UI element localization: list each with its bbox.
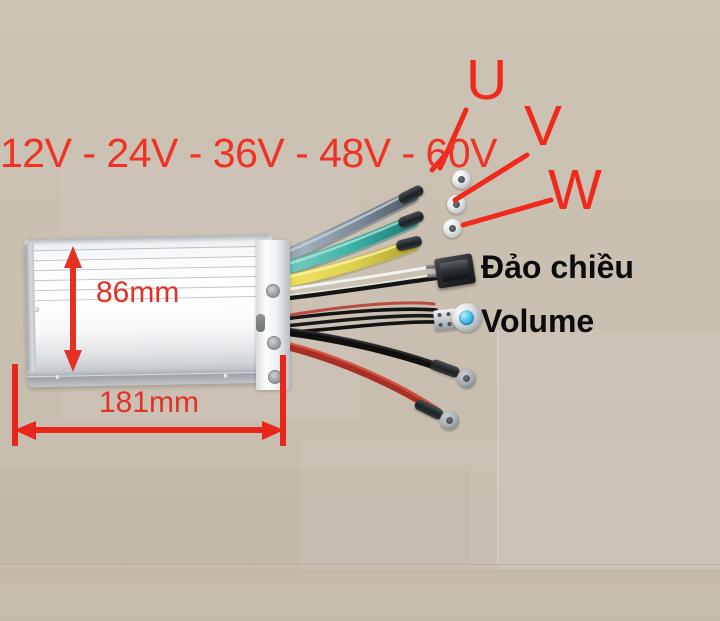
mounting-bracket — [256, 240, 290, 390]
dimension-label-height: 86mm — [96, 276, 180, 309]
ring-terminal-battery-negative — [457, 369, 476, 388]
background-patch-bottom-right — [300, 440, 720, 570]
dimension-arrowhead-top — [64, 246, 82, 268]
background-floor-strip — [0, 569, 720, 621]
phase-label-u: U — [466, 48, 508, 112]
dimension-label-width: 181mm — [99, 386, 200, 419]
dimension-arrowhead-right — [262, 421, 284, 440]
leader-line-w — [460, 197, 554, 228]
background-patch-shadow — [0, 470, 470, 564]
dimension-arrowhead-bottom — [64, 350, 82, 372]
bracket-connector-slot — [256, 314, 265, 332]
leader-line-voltage — [429, 144, 455, 173]
ring-terminal-v — [447, 195, 466, 214]
phase-label-v: V — [524, 94, 563, 158]
voltage-range-label: 12V - 24V - 36V - 48V - 60V — [0, 130, 498, 176]
reverse-switch-label: Đảo chiều — [481, 249, 634, 285]
ring-terminal-u — [452, 170, 471, 189]
phase-label-w: W — [548, 158, 602, 222]
leader-line-v — [452, 152, 530, 203]
ring-terminal-w — [443, 219, 462, 238]
bracket-hole — [267, 336, 281, 350]
bracket-hole — [266, 284, 280, 298]
volume-potentiometer-label: Volume — [481, 303, 595, 339]
background-edge-line — [497, 330, 499, 564]
dimension-arrowhead-left — [14, 421, 36, 440]
background-panel-right — [498, 330, 720, 569]
ring-terminal-battery-positive — [440, 411, 459, 430]
background-seam-line — [0, 564, 720, 565]
